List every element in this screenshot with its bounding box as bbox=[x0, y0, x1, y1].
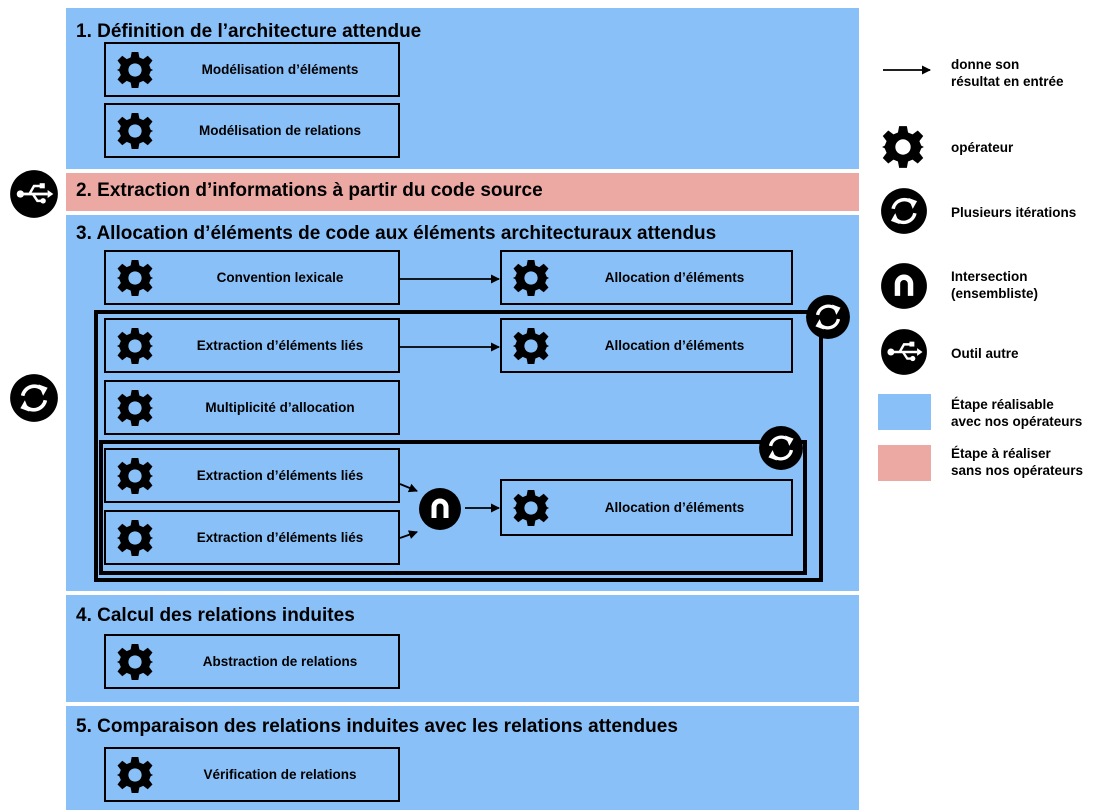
operator-extraction-3: Extraction d’éléments liés bbox=[104, 510, 400, 565]
operator-extraction-1: Extraction d’éléments liés bbox=[104, 318, 400, 373]
section-1-band: 1. Définition de l’architecture attendue bbox=[66, 8, 859, 169]
section-2-title-text: Extraction d’informations à partir du co… bbox=[97, 180, 543, 201]
legend-tool-text: Outil autre bbox=[951, 346, 1019, 361]
operator-label: Convention lexicale bbox=[216, 270, 344, 285]
legend-blue-swatch bbox=[878, 394, 931, 430]
section-1-number: 1. bbox=[76, 21, 92, 42]
arrow-extraction2-to-intersection bbox=[399, 483, 418, 493]
operator-label: Extraction d’éléments liés bbox=[196, 468, 364, 483]
iteration-frame-inner bbox=[99, 440, 807, 575]
legend-arrow-text: donne son résultat en entrée bbox=[951, 57, 1064, 89]
section-2-title: 2. Extraction d’informations à partir du… bbox=[76, 180, 543, 202]
operator-convention-lexicale: Convention lexicale bbox=[104, 250, 400, 305]
operator-allocation-2: Allocation d’éléments bbox=[500, 318, 793, 373]
operator-modelisation-relations: Modélisation de relations bbox=[104, 103, 400, 158]
operator-multiplicite: Multiplicité d’allocation bbox=[104, 380, 400, 435]
section-3-band: 3. Allocation d’éléments de code aux élé… bbox=[66, 215, 859, 591]
operator-label: Allocation d’éléments bbox=[604, 500, 745, 515]
section-4-band: 4. Calcul des relations induites bbox=[66, 595, 859, 702]
gear-icon bbox=[882, 126, 924, 168]
operator-label: Modélisation d’éléments bbox=[201, 62, 359, 77]
refresh-icon bbox=[9, 373, 59, 423]
iteration-frame-outer bbox=[94, 310, 823, 582]
section-2-number: 2. bbox=[76, 180, 92, 201]
intersection-icon bbox=[881, 263, 927, 309]
section-1-title: 1. Définition de l’architecture attendue bbox=[76, 21, 421, 43]
legend-red-swatch bbox=[878, 445, 931, 481]
section-5-title-text: Comparaison des relations induites avec … bbox=[97, 716, 678, 737]
operator-label: Extraction d’éléments liés bbox=[196, 530, 364, 545]
section-5-number: 5. bbox=[76, 716, 92, 737]
operator-label: Allocation d’éléments bbox=[604, 270, 745, 285]
operator-label: Multiplicité d’allocation bbox=[205, 400, 355, 415]
legend-red-text: Étape à réaliser sans nos opérateurs bbox=[951, 446, 1084, 478]
operator-label: Abstraction de relations bbox=[202, 654, 358, 669]
section-3-number: 3. bbox=[76, 223, 92, 244]
section-2-band: 2. Extraction d’informations à partir du… bbox=[66, 173, 859, 211]
operator-abstraction: Abstraction de relations bbox=[104, 634, 400, 689]
legend-iterations-text: Plusieurs itérations bbox=[951, 205, 1077, 220]
operator-label: Extraction d’éléments liés bbox=[196, 338, 364, 353]
usb-icon bbox=[9, 169, 59, 219]
legend-operator-text: opérateur bbox=[951, 140, 1014, 155]
section-4-number: 4. bbox=[76, 605, 92, 626]
operator-allocation-1: Allocation d’éléments bbox=[500, 250, 793, 305]
operator-modelisation-elements: Modélisation d’éléments bbox=[104, 42, 400, 97]
section-4-title: 4. Calcul des relations induites bbox=[76, 605, 355, 627]
legend-intersection-text: Intersection (ensembliste) bbox=[951, 269, 1039, 301]
operator-allocation-3: Allocation d’éléments bbox=[500, 479, 793, 536]
refresh-icon bbox=[880, 187, 928, 235]
operator-verification: Vérification de relations bbox=[104, 747, 400, 802]
operator-label: Vérification de relations bbox=[203, 767, 357, 782]
usb-icon bbox=[880, 328, 928, 376]
legend-blue-text: Étape réalisable avec nos opérateurs bbox=[951, 397, 1083, 429]
section-5-band: 5. Comparaison des relations induites av… bbox=[66, 706, 859, 810]
refresh-icon bbox=[758, 425, 804, 471]
section-3-title-text: Allocation d’éléments de code aux élémen… bbox=[96, 223, 717, 244]
intersection-icon bbox=[419, 488, 461, 530]
section-3-title: 3. Allocation d’éléments de code aux élé… bbox=[76, 223, 716, 245]
operator-label: Modélisation de relations bbox=[198, 123, 362, 138]
section-4-title-text: Calcul des relations induites bbox=[97, 605, 355, 626]
refresh-icon bbox=[805, 294, 851, 340]
section-1-title-text: Définition de l’architecture attendue bbox=[97, 21, 422, 42]
operator-label: Allocation d’éléments bbox=[604, 338, 745, 353]
section-5-title: 5. Comparaison des relations induites av… bbox=[76, 716, 678, 738]
operator-extraction-2: Extraction d’éléments liés bbox=[104, 448, 400, 503]
arrow-extraction3-to-intersection bbox=[399, 530, 418, 539]
